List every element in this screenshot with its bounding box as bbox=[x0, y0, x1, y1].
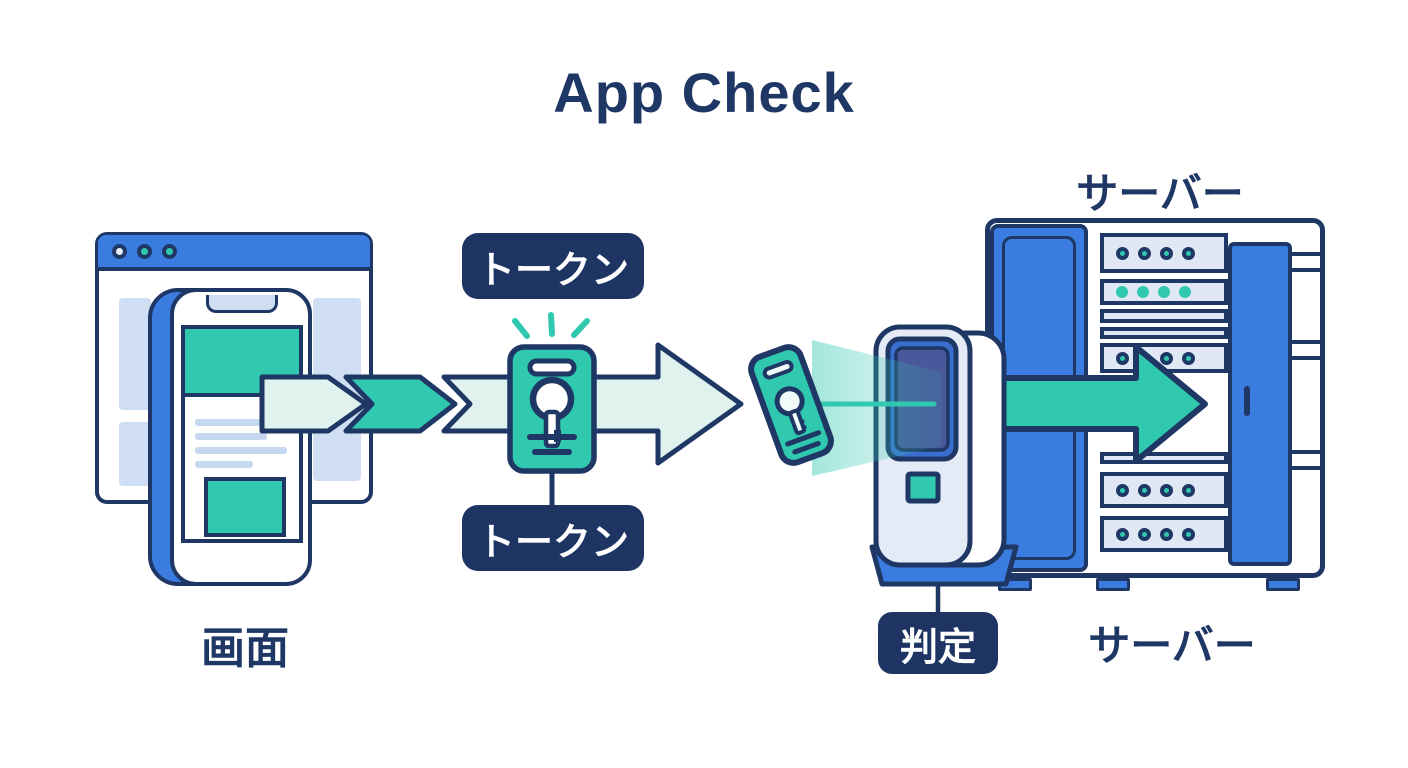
led-icon bbox=[1182, 483, 1195, 497]
right-arrow-icon bbox=[259, 374, 369, 434]
sparkle-rays-icon bbox=[512, 312, 590, 339]
led-icon bbox=[1182, 246, 1195, 260]
text-line bbox=[195, 433, 267, 440]
right-chevron-arrow-icon bbox=[343, 374, 458, 434]
browser-content-block bbox=[119, 298, 151, 410]
server-unit bbox=[1100, 309, 1228, 323]
screen-label: 画面 bbox=[201, 624, 289, 673]
token-label-bottom: トークン bbox=[462, 505, 644, 571]
app-credential-card-icon bbox=[748, 344, 834, 466]
rack-rail-line bbox=[1292, 356, 1320, 360]
led-icon bbox=[1138, 483, 1151, 497]
server-label-bottom: サーバー bbox=[1088, 622, 1256, 669]
door-handle bbox=[1244, 386, 1250, 416]
browser-titlebar bbox=[98, 235, 370, 271]
rack-rail-line bbox=[1292, 450, 1320, 454]
server-unit bbox=[1100, 233, 1228, 273]
led-icon bbox=[1116, 286, 1128, 298]
led-icon bbox=[1182, 527, 1195, 541]
led-icon bbox=[1116, 527, 1129, 541]
card-slot bbox=[762, 360, 794, 380]
led-icon bbox=[1138, 246, 1151, 260]
led-icon bbox=[1138, 527, 1151, 541]
window-dot-icon bbox=[162, 243, 177, 259]
badge-slot bbox=[527, 358, 577, 377]
led-icon bbox=[1116, 351, 1129, 365]
token-label-top: トークン bbox=[462, 233, 644, 299]
rack-rail-line bbox=[1292, 268, 1320, 272]
verdict-label: 判定 bbox=[878, 612, 998, 674]
phone-screen bbox=[181, 325, 303, 543]
server-label-top: サーバー bbox=[1076, 170, 1244, 217]
rack-rail-line bbox=[1292, 466, 1320, 470]
window-dot-icon bbox=[137, 243, 152, 259]
mobile-app-icon bbox=[170, 288, 312, 586]
app-header-block bbox=[185, 329, 299, 397]
rack-foot bbox=[1266, 578, 1300, 591]
led-icon bbox=[1137, 286, 1149, 298]
server-unit bbox=[1100, 327, 1228, 339]
server-unit bbox=[1100, 472, 1228, 508]
server-unit bbox=[1100, 452, 1228, 464]
app-content-block bbox=[204, 477, 286, 537]
window-dot-icon bbox=[112, 243, 127, 259]
text-line bbox=[195, 461, 253, 468]
server-unit bbox=[1100, 516, 1228, 552]
led-icon bbox=[1116, 483, 1129, 497]
page-title: App Check bbox=[553, 61, 855, 124]
big-right-arrow-icon bbox=[992, 344, 1208, 464]
rack-rail-line bbox=[1292, 340, 1320, 344]
scanner-button bbox=[905, 471, 941, 504]
led-icon bbox=[1158, 286, 1170, 298]
led-icon bbox=[1116, 246, 1129, 260]
led-icon bbox=[1160, 246, 1173, 260]
server-unit bbox=[1100, 279, 1228, 305]
led-icon bbox=[1182, 351, 1195, 365]
rack-rail-line bbox=[1292, 252, 1320, 256]
led-icon bbox=[1179, 286, 1191, 298]
text-line bbox=[195, 447, 287, 454]
led-icon bbox=[1160, 483, 1173, 497]
rack-foot bbox=[1096, 578, 1130, 591]
text-line bbox=[195, 419, 287, 426]
scan-beam bbox=[812, 340, 942, 476]
server-right-door bbox=[1228, 242, 1292, 566]
key-token-badge-icon bbox=[507, 344, 597, 474]
phone-notch bbox=[206, 295, 278, 313]
led-icon bbox=[1160, 527, 1173, 541]
led-icon bbox=[1160, 351, 1173, 365]
browser-content-block bbox=[119, 422, 151, 486]
